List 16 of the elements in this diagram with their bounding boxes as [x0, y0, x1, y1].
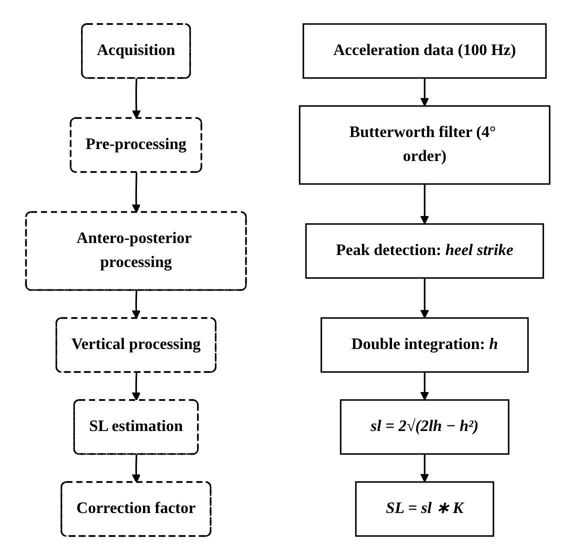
arrow: [420, 184, 430, 224]
arrow: [132, 78, 141, 118]
node-box: SL = sl ∗ K: [355, 480, 494, 536]
arrow: [420, 278, 430, 318]
node-box: Peak detection: heel strike: [305, 222, 544, 278]
arrow: [420, 78, 430, 106]
arrow: [132, 372, 141, 400]
node-box: sl = 2√(2lh − h²): [340, 398, 510, 454]
node-box: Butterworth filter (4° order): [299, 104, 551, 184]
arrow: [132, 172, 141, 212]
arrow: [420, 454, 430, 482]
arrow: [420, 372, 430, 400]
arrow: [132, 290, 141, 318]
node-box: Double integration: h: [320, 316, 529, 372]
arrow: [132, 454, 141, 482]
node-box: Acceleration data (100 Hz): [302, 22, 547, 78]
